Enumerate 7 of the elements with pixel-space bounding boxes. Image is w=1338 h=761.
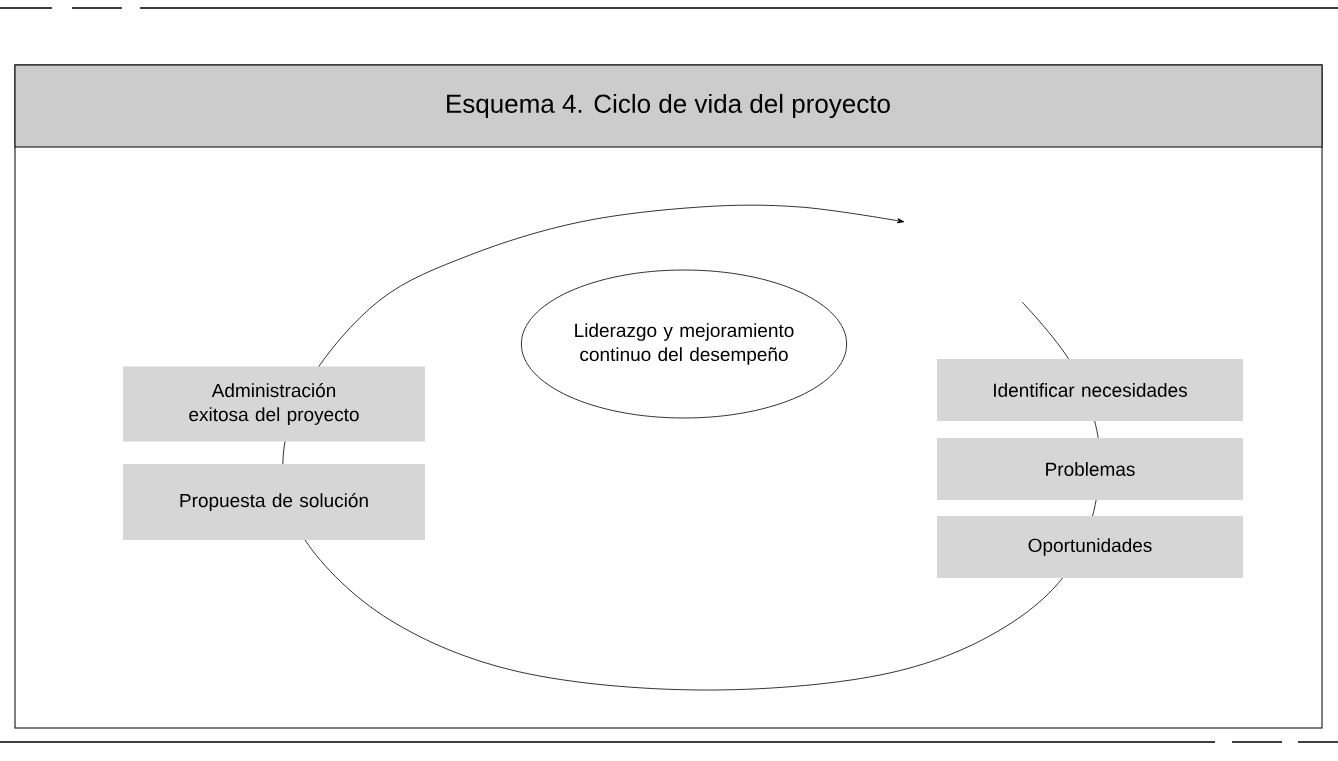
process-box: Problemas	[937, 438, 1243, 500]
process-box: Identificar necesidades	[937, 359, 1243, 421]
process-box: Administración exitosa del proyecto	[123, 366, 425, 442]
title-band: Esquema 4. Ciclo de vida del proyecto	[14, 64, 1323, 148]
process-box: Propuesta de solución	[123, 464, 425, 540]
ellipse-node: Liderazgo y mejoramiento continuo del desempeño	[520, 269, 848, 419]
process-box: Oportunidades	[937, 516, 1243, 578]
